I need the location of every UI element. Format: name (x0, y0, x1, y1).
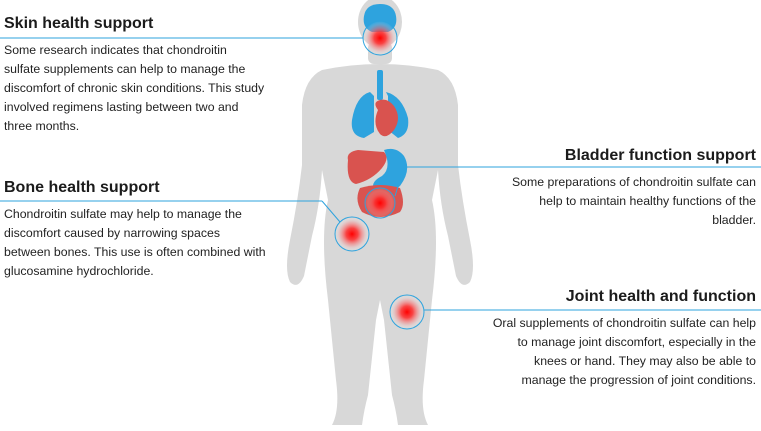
bone-section: Bone health support Chondroitin sulfate … (4, 178, 304, 281)
skin-title: Skin health support (4, 15, 154, 32)
bladder-title: Bladder function support (564, 147, 756, 164)
joint-description: Oral supplements of chondroitin sulfate … (492, 316, 756, 387)
bladder-description: Some preparations of chondroitin sulfate… (511, 175, 756, 227)
bone-title: Bone health support (4, 179, 160, 196)
left-lung-icon (351, 92, 374, 138)
joint-section: Joint health and function Oral supplemen… (466, 287, 756, 390)
connectors (0, 20, 761, 330)
skin-hotspot (363, 21, 397, 55)
liver-icon (347, 150, 387, 184)
bladder-section: Bladder function support Some preparatio… (486, 146, 756, 230)
stomach-icon (373, 148, 408, 193)
joint-hotspot (390, 295, 424, 329)
joint-title: Joint health and function (565, 288, 756, 305)
hotspots (335, 21, 424, 329)
bone-hotspot (335, 217, 369, 251)
bladder-hotspot (365, 188, 395, 218)
bone-description: Chondroitin sulfate may help to manage t… (4, 207, 266, 278)
skin-section: Skin health support Some research indica… (4, 14, 304, 136)
skin-description: Some research indicates that chondroitin… (4, 43, 265, 133)
trachea-icon (377, 70, 383, 100)
heart-icon (375, 99, 398, 137)
